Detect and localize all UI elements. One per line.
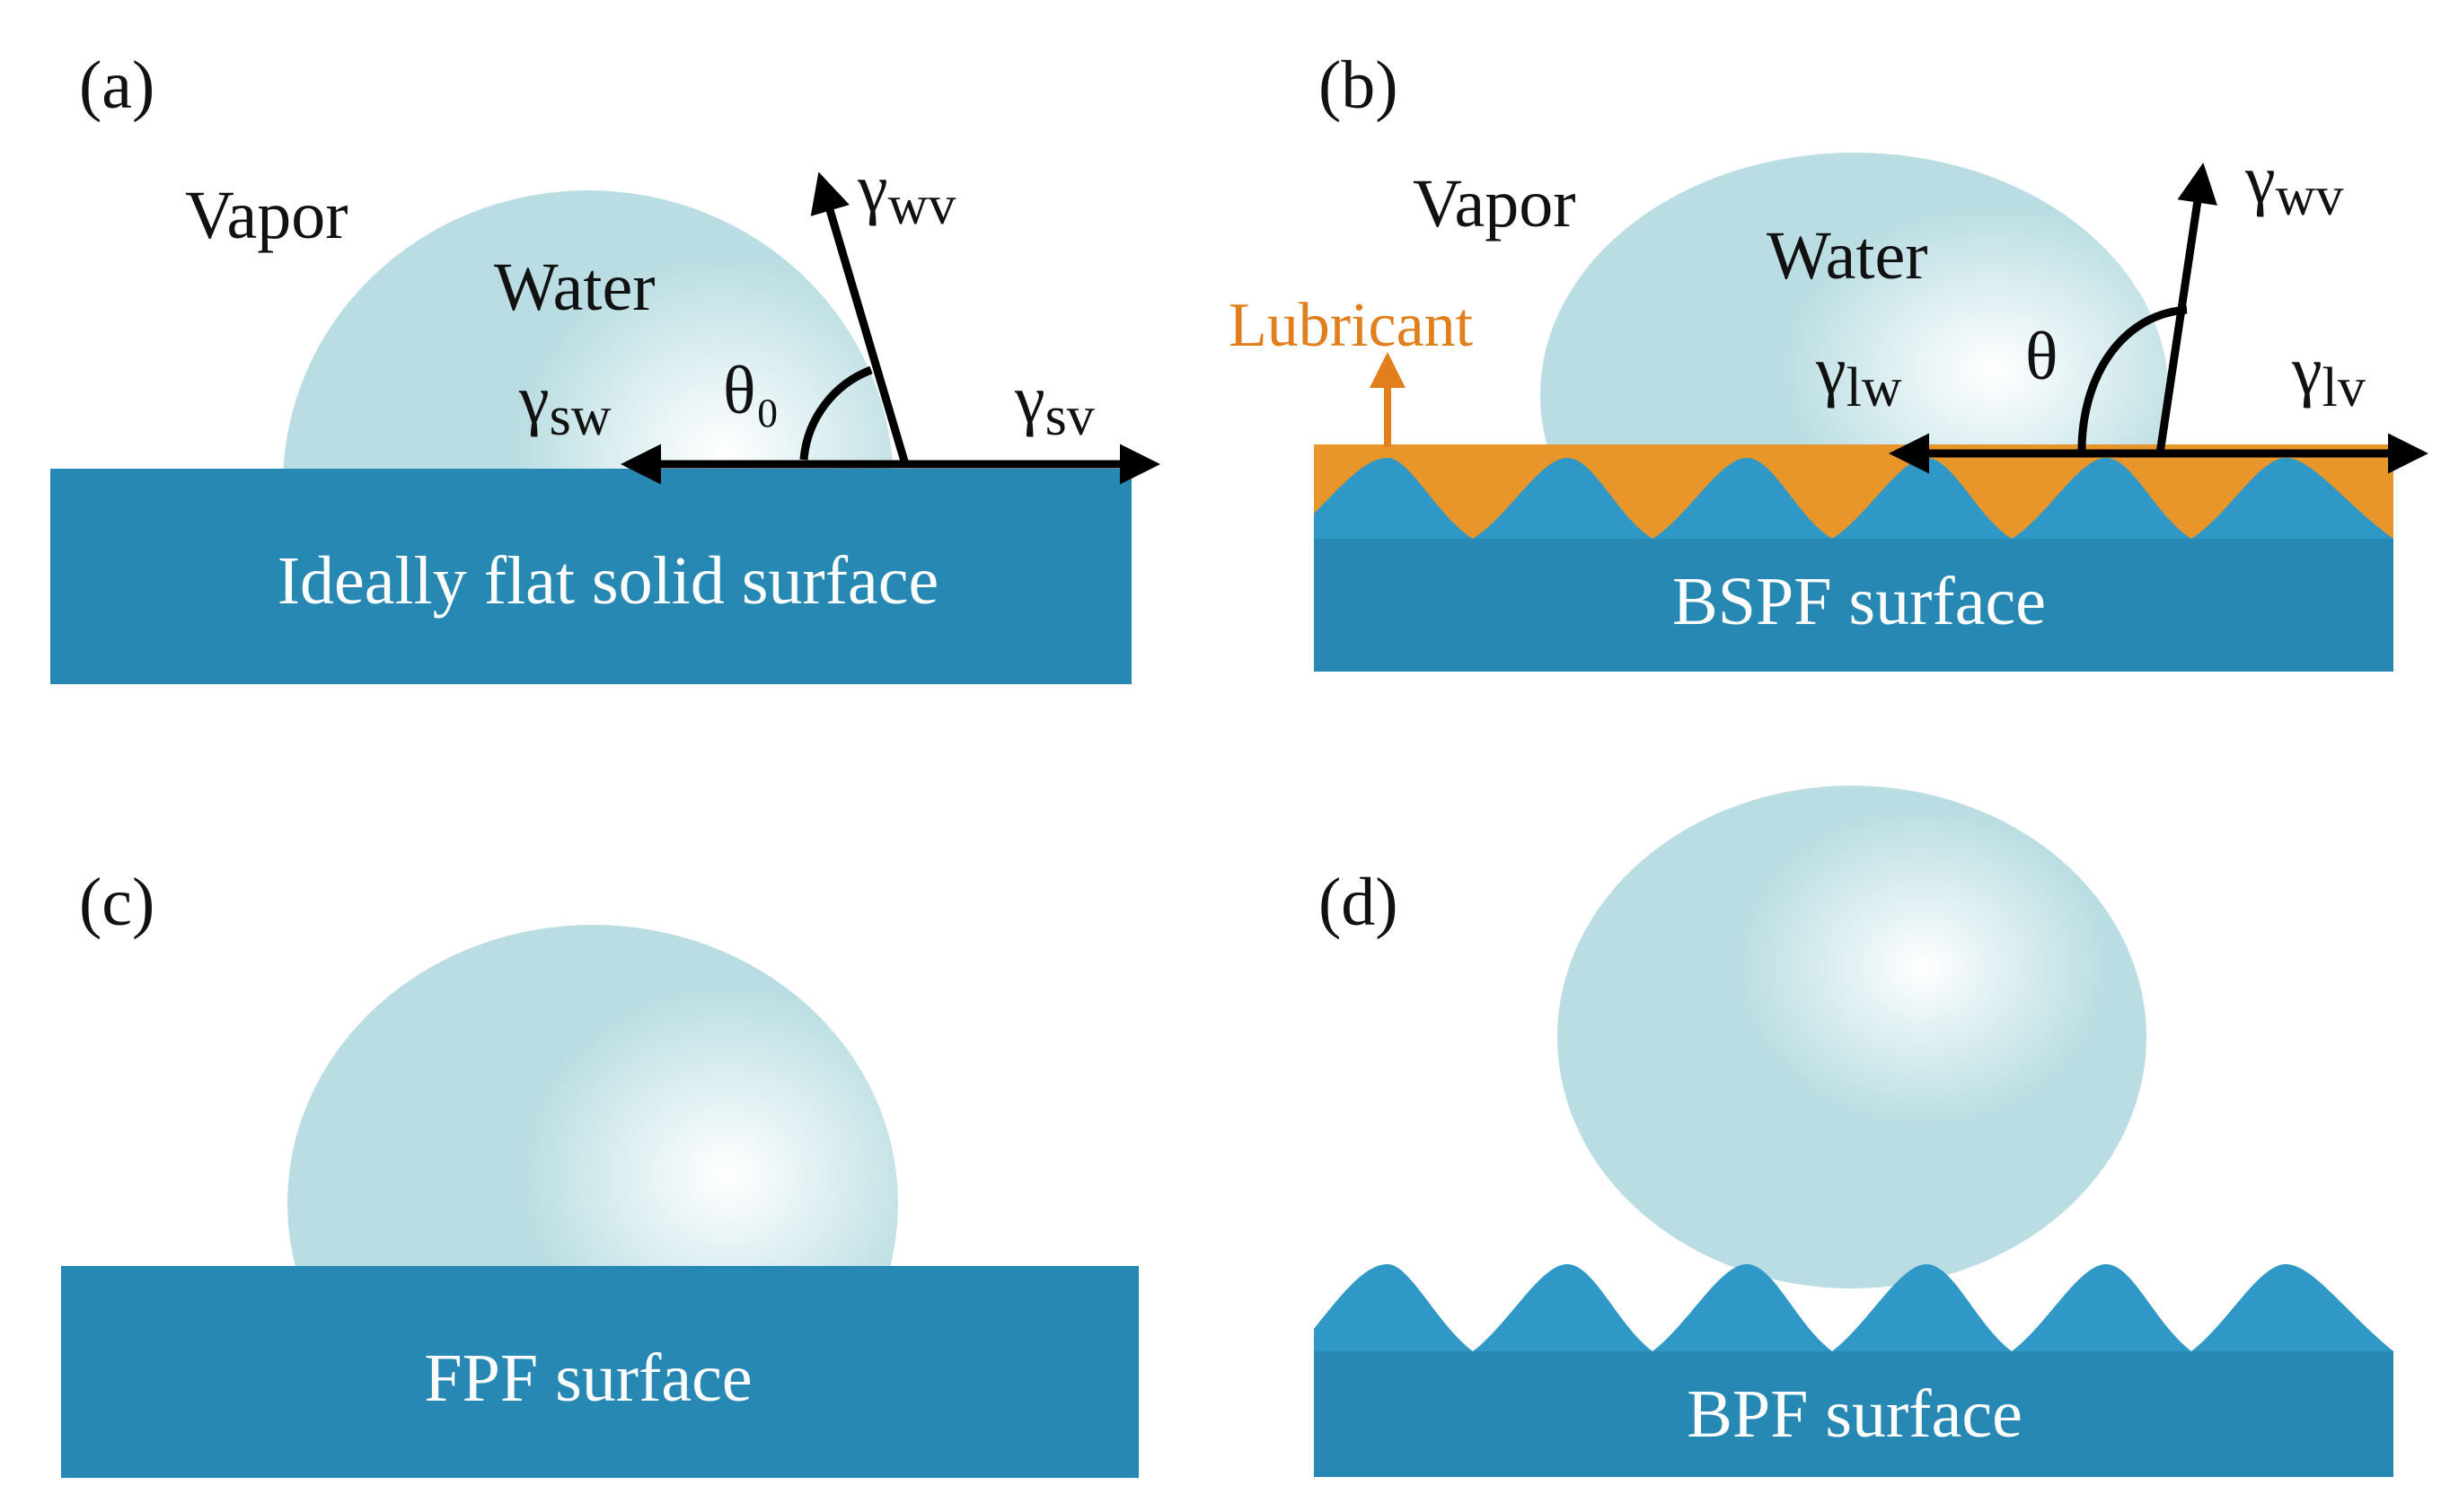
gamma-wv-subscript: wv [2276, 166, 2344, 227]
flat-solid-substrate [50, 469, 1132, 684]
panel-d-label: (d) [1318, 865, 1398, 940]
water-droplet [287, 925, 898, 1266]
panel-d: (d) BPF surface [1314, 786, 2393, 1477]
gamma-wv-arrow [810, 171, 910, 466]
gamma-wv-subscript: wv [888, 175, 956, 236]
gamma-sv-symbol: γ [1014, 362, 1045, 437]
gamma-lw-subscript: lw [1846, 357, 1902, 418]
panel-b-label: (b) [1318, 48, 1398, 123]
water-droplet [283, 190, 894, 469]
gamma-wv-arrow [2155, 163, 2217, 454]
lubricant-label: Lubricant [1229, 291, 1474, 360]
gamma-lw-label: γlw [1815, 333, 1902, 418]
water-label: Water [494, 250, 656, 325]
gamma-sw-subscript: sw [550, 386, 612, 447]
gamma-wv-symbol: γ [857, 151, 888, 226]
gamma-sv-subscript: sv [1045, 386, 1095, 447]
vapor-label: Vapor [185, 178, 348, 253]
bspf-substrate [1314, 539, 2393, 672]
bpf-substrate [1314, 1351, 2393, 1477]
gamma-lv-label: γlv [2291, 333, 2366, 418]
gamma-lv-symbol: γ [2291, 333, 2322, 409]
gamma-wv-label: γwv [2244, 142, 2343, 227]
contact-angle-arc [2077, 305, 2188, 452]
vapor-label: Vapor [1413, 166, 1576, 242]
theta-label: θ [2025, 319, 2058, 394]
gamma-wv-symbol: γ [2244, 142, 2276, 217]
water-droplet [1557, 786, 2146, 1288]
panel-c-label: (c) [79, 865, 154, 940]
surface-label: BPF surface [1687, 1376, 2023, 1452]
gamma-sw-label: γsw [518, 362, 612, 447]
gamma-sv-label: γsv [1014, 362, 1095, 447]
water-label: Water [1767, 218, 1928, 294]
gamma-lw-symbol: γ [1815, 333, 1846, 409]
surface-label: BSPF surface [1672, 564, 2046, 639]
panel-a: (a) Ideally flat solid surface Vapor Wat… [50, 48, 1160, 684]
gamma-sw-symbol: γ [518, 362, 550, 437]
panel-a-label: (a) [79, 48, 154, 123]
surface-label: Ideally flat solid surface [278, 543, 939, 619]
contact-angle-arc [799, 365, 873, 461]
gamma-lv-subscript: lv [2322, 357, 2366, 418]
gamma-wv-label: γwv [857, 151, 956, 236]
surface-label: FPF surface [424, 1341, 752, 1416]
fpf-substrate [61, 1266, 1139, 1478]
bumpy-texture [1314, 458, 2393, 539]
theta-zero-label: θ₀ [723, 353, 780, 428]
panel-b: (b) BSPF surface Vapor Water Lubricant θ… [1229, 48, 2428, 672]
bumpy-texture [1314, 1264, 2393, 1351]
panel-c: (c) FPF surface [61, 865, 1139, 1478]
